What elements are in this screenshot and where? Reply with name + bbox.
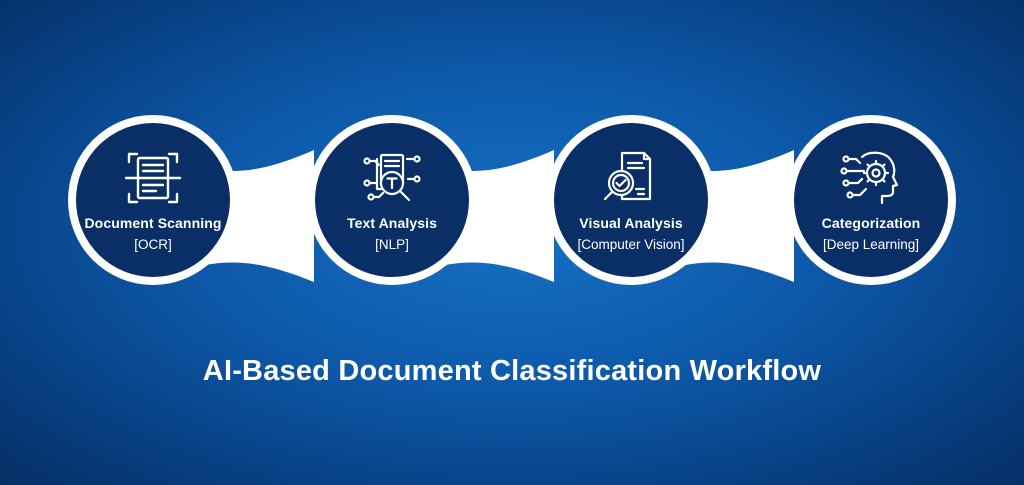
step-subtitle: [OCR] [134,237,172,252]
document-scan-icon [124,152,182,204]
step-subtitle: [NLP] [375,237,409,252]
step-document-scanning: Document Scanning [OCR] [68,115,238,285]
step-visual-analysis: Visual Analysis [Computer Vision] [546,115,716,285]
step-subtitle: [Computer Vision] [577,237,685,252]
page-title: AI-Based Document Classification Workflo… [202,355,822,387]
text-analysis-icon [363,153,421,202]
step-text-analysis: Text Analysis [NLP] [307,115,477,285]
step-title: Categorization [821,215,921,231]
step-circle: Visual Analysis [Computer Vision] [554,123,708,277]
magnifier-document-icon [603,151,652,201]
step-categorization: Categorization [Deep Learning] [786,115,956,285]
step-circle: Text Analysis [NLP] [315,123,469,277]
ai-head-gear-icon [840,151,899,205]
step-circle: Categorization [Deep Learning] [794,123,948,277]
step-title: Document Scanning [84,215,222,231]
step-title: Visual Analysis [579,215,683,231]
step-circle: Document Scanning [OCR] [76,123,230,277]
step-subtitle: [Deep Learning] [822,237,920,252]
step-title: Text Analysis [346,215,437,231]
